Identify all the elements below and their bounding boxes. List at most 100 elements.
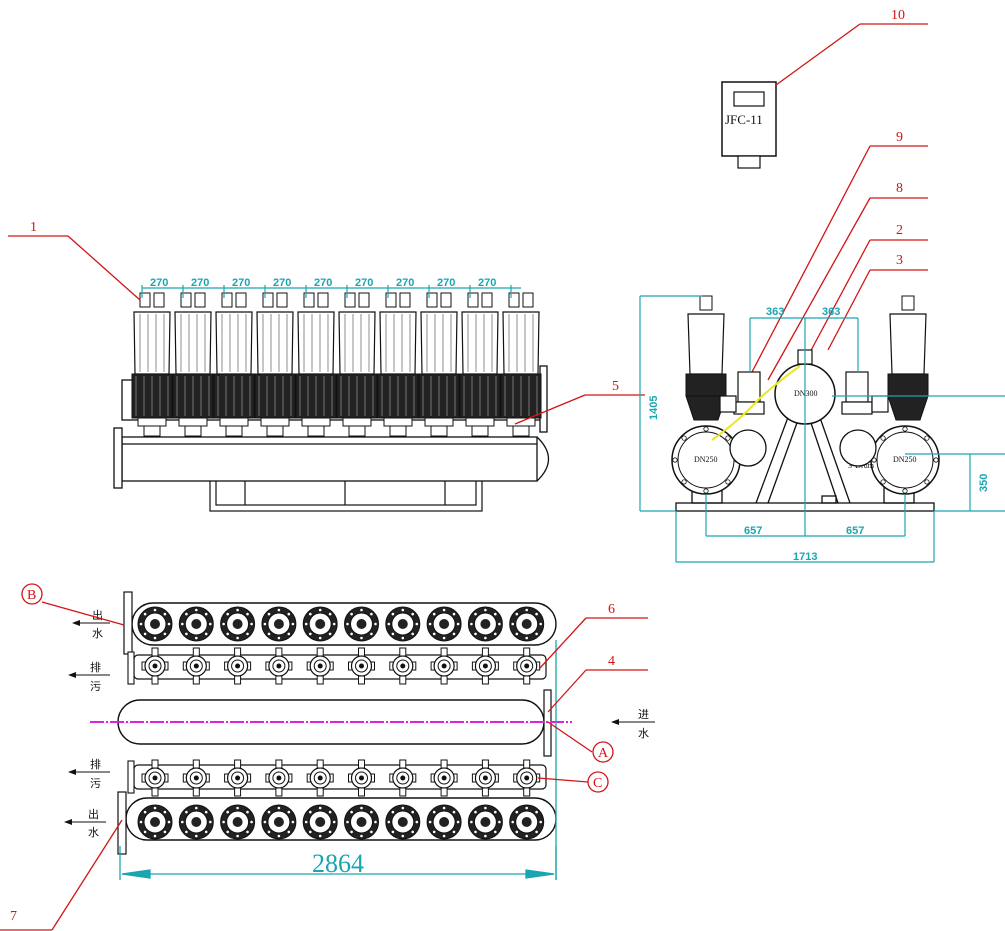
front-filter-unit [213,292,255,437]
ref-circle-b: B [21,583,43,605]
pitch-dim-label: 270 [273,277,291,289]
plan-outlet-flange [509,804,545,840]
inlet-char-1: 进 [638,708,649,721]
dn250-right-flange: DN250 [870,425,940,495]
controller-label: JFC-11 [725,112,763,127]
front-filter-unit [172,292,214,437]
plan-outlet-flange [467,606,503,642]
plan-filter-array [137,606,545,840]
ref-b-label: B [27,588,36,603]
valve-flange-right [839,429,877,467]
plan-outlet-flange [467,804,503,840]
plan-drain-valve [389,647,417,685]
drain-top-char-2: 污 [90,680,101,693]
plan-drain-valve [348,759,375,797]
side-callouts [751,145,928,381]
callout-5-label: 5 [612,379,619,394]
plan-drain-valve [513,647,541,685]
plan-drain-valve [182,647,210,685]
plan-drain-valve [224,647,252,685]
ref-a-label: A [598,746,609,761]
plan-outlet-flange [344,804,379,840]
ref-circle-c: C [587,771,609,793]
inlet-char-2: 水 [638,727,649,740]
outlet-bottom-char-1: 出 [88,807,99,821]
pitch-dim-label: 270 [478,277,496,289]
plan-outlet-flange [220,606,256,642]
pitch-dim-label: 270 [396,277,414,289]
plan-drain-valve [348,647,375,685]
dim-363-left: 363 [766,306,784,318]
pitch-dim-label: 270 [150,277,168,289]
plan-drain-valve [265,759,293,797]
callout-6-label: 6 [608,602,615,617]
side-dimensions [639,295,1005,563]
plan-drain-valve [471,759,499,797]
front-filter-unit [254,292,296,437]
plan-outlet-flange [261,804,297,840]
callout-2-label: 2 [896,223,903,238]
plan-drain-valve [265,647,293,685]
plan-drain-valve [224,759,252,797]
plan-outlet-flange [426,804,462,840]
ref-c-label: C [593,776,602,791]
front-filter-row [131,292,542,437]
plan-outlet-flange [137,804,173,840]
side-filter-right [887,295,929,421]
valve-flange-left [729,429,767,467]
plan-outlet-flange [426,606,462,642]
plan-outlet-flange [302,804,338,840]
plan-drain-valve [141,647,169,685]
front-filter-unit [418,292,460,437]
front-filter-unit [459,292,501,437]
plan-drain-valve [306,759,334,797]
plan-drain-valve [306,647,334,685]
dim-657-right: 657 [846,525,864,537]
pitch-dimension-chain [141,285,521,298]
front-filter-unit [377,292,419,437]
ref-circle-a: A [592,741,614,763]
plan-outlet-flange [385,606,421,642]
plan-outlet-flange [220,804,256,840]
front-filter-unit [131,292,173,437]
plan-outlet-flange [261,606,297,642]
dim-657-left: 657 [744,525,762,537]
dn300-label: DN300 [794,389,818,398]
callout-1: 1 [8,220,141,301]
drain-bottom-char-2: 污 [90,777,101,790]
controller-box: JFC-11 10 [721,8,928,169]
front-filter-unit [500,292,542,437]
callout-7-label: 7 [10,909,17,924]
side-view: 9 8 2 3 DN300 DN250 DN250 3"Drum [639,130,1005,563]
flow-arrow-inlet: 进 水 [611,708,655,740]
callout-9-label: 9 [896,130,903,145]
front-inlet-manifold [113,427,550,489]
outlet-top-char-2: 水 [92,627,103,640]
pitch-dim-label: 270 [232,277,250,289]
flow-arrow-outlet-bottom: 出 水 [64,807,106,839]
drain-top-char-1: 排 [90,660,101,674]
plan-drain-valve [471,647,499,685]
callout-4-label: 4 [608,654,615,669]
pitch-dim-label: 270 [355,277,373,289]
dn250-left-label: DN250 [694,455,718,464]
plan-outlet-flange [385,804,421,840]
plan-outlet-flange [178,606,214,642]
plan-outlet-flange [178,804,214,840]
outlet-bottom-char-2: 水 [88,826,99,839]
plan-outlet-flange [137,606,173,642]
dim-1713: 1713 [793,551,817,563]
flow-arrow-drain-top: 排 污 [68,660,110,693]
drain-bottom-char-1: 排 [90,757,101,771]
dim-1405: 1405 [648,396,660,420]
callout-1-label: 1 [30,220,37,235]
pitch-dim-label: 270 [191,277,209,289]
pitch-dim-label: 270 [314,277,332,289]
outlet-top-char-1: 出 [92,608,103,622]
plan-outlet-flange [509,606,545,642]
dn250-right-label: DN250 [893,455,917,464]
plan-drain-valve [141,759,169,797]
plan-drain-valve [182,759,210,797]
yellow-control-tube [711,365,801,441]
